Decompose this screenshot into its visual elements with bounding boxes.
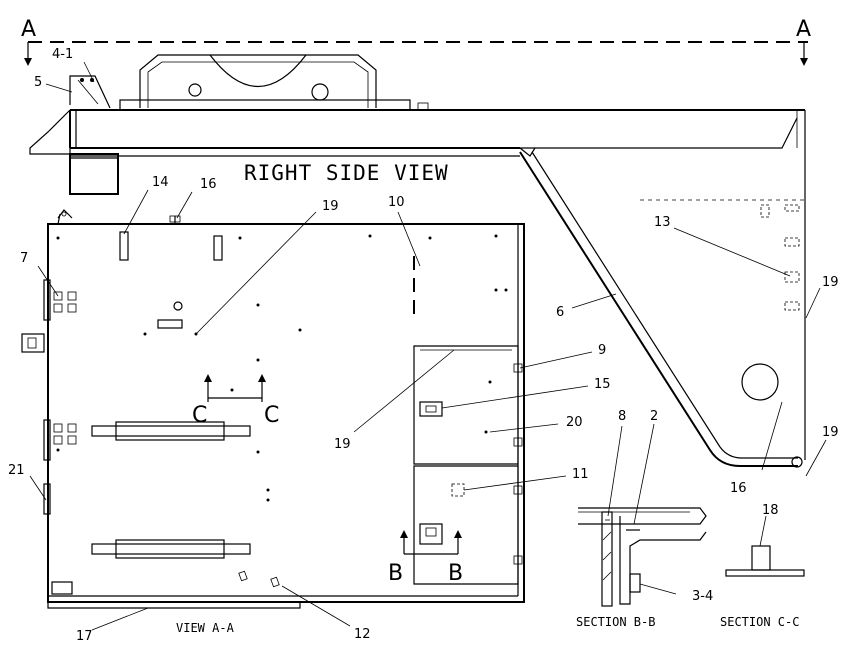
caption-section-b-b: SECTION B-B xyxy=(576,615,655,629)
callout-18: 18 xyxy=(762,503,779,518)
callout-16-top: 16 xyxy=(200,177,217,192)
callout-3-4: 3-4 xyxy=(692,589,713,604)
bolt-group-7 xyxy=(53,291,77,445)
callout-2: 2 xyxy=(650,409,658,424)
callout-5: 5 xyxy=(34,75,42,90)
callout-19-lower: 19 xyxy=(822,425,839,440)
callout-labels: 4-1 5 14 16 19 10 7 13 6 19 9 15 19 20 1… xyxy=(8,47,839,644)
callout-21: 21 xyxy=(8,463,25,478)
saddle-structure xyxy=(119,54,429,111)
section-line-a-a: A A xyxy=(21,17,811,66)
callout-8: 8 xyxy=(618,409,626,424)
view-title: RIGHT SIDE VIEW xyxy=(244,161,449,185)
leader-lines xyxy=(29,61,827,631)
section-marker-c-c: C C xyxy=(192,374,279,428)
handle-upper xyxy=(91,421,251,441)
callout-7: 7 xyxy=(20,251,28,266)
callout-4-1: 4-1 xyxy=(52,47,73,62)
callout-11: 11 xyxy=(572,467,589,482)
section-mark-a-right: A xyxy=(796,17,811,42)
section-mark-a-left: A xyxy=(21,17,36,42)
caption-section-c-c: SECTION C-C xyxy=(720,615,799,629)
section-mark-c-right: C xyxy=(264,403,279,428)
callout-19-mid: 19 xyxy=(334,437,351,452)
access-door-lower xyxy=(413,465,523,585)
callout-14: 14 xyxy=(152,175,169,190)
callout-17: 17 xyxy=(76,629,93,644)
callout-12: 12 xyxy=(354,627,371,642)
bracket-4-1 xyxy=(69,75,111,109)
access-door-upper xyxy=(413,345,523,465)
callout-19-right: 19 xyxy=(822,275,839,290)
view-a-a-panel xyxy=(21,209,525,609)
callout-6: 6 xyxy=(556,305,564,320)
section-b-b-detail xyxy=(578,507,707,607)
callout-15: 15 xyxy=(594,377,611,392)
callout-9: 9 xyxy=(598,343,606,358)
section-mark-c-left: C xyxy=(192,403,207,428)
callout-13: 13 xyxy=(654,215,671,230)
right-frame xyxy=(520,110,806,460)
stud-pattern xyxy=(56,234,508,502)
callout-10: 10 xyxy=(388,195,405,210)
callout-16-right: 16 xyxy=(730,481,747,496)
section-c-c-detail xyxy=(725,545,805,577)
section-mark-b-right: B xyxy=(448,561,463,586)
section-marker-b-b: B B xyxy=(388,530,463,586)
diagonal-brace xyxy=(519,151,803,468)
main-beam xyxy=(29,109,805,195)
callout-19-top: 19 xyxy=(322,199,339,214)
section-mark-b-left: B xyxy=(388,561,403,586)
handle-lower xyxy=(91,539,251,559)
callout-20: 20 xyxy=(566,415,583,430)
caption-view-a-a: VIEW A-A xyxy=(176,621,235,635)
